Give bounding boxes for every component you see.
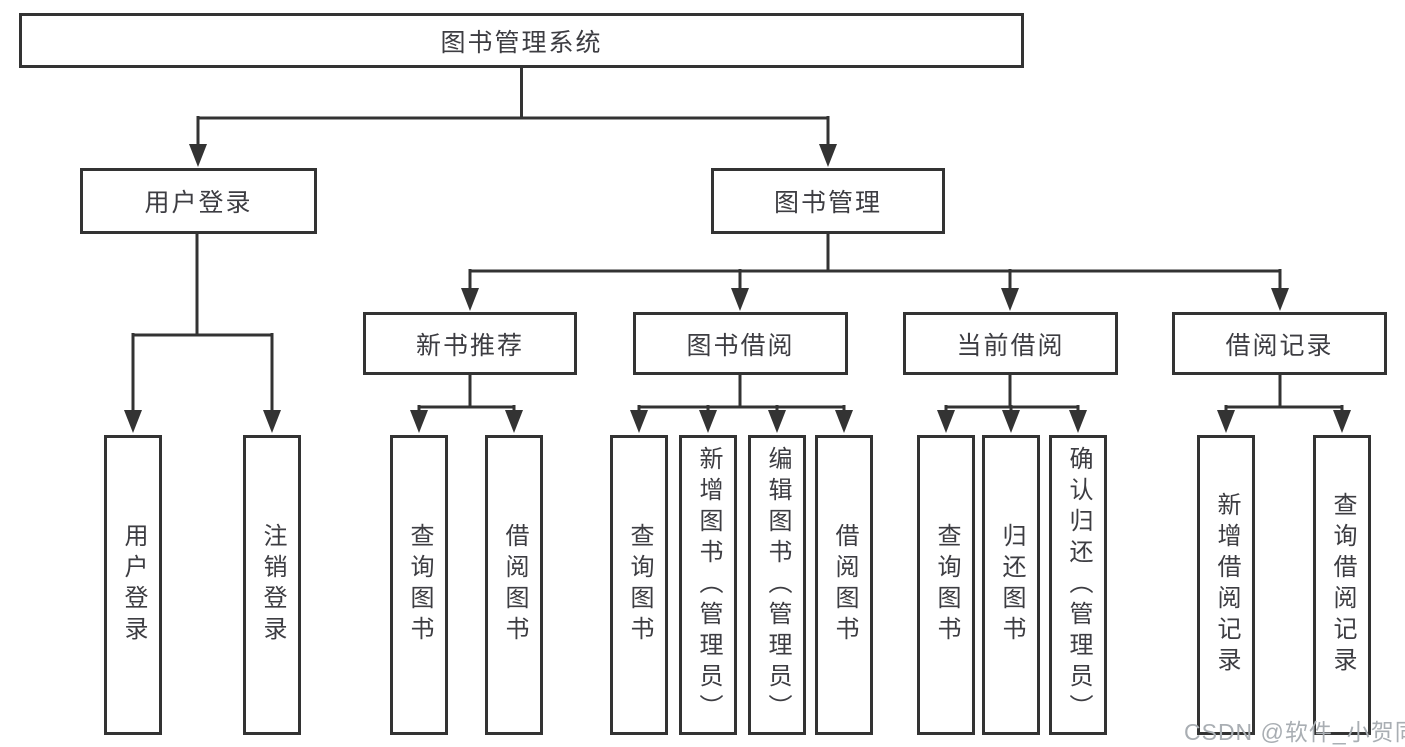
leaf-br-add-borrow-record: 新增借阅记录 — [1197, 435, 1255, 735]
node-label: 新书推荐 — [415, 331, 524, 360]
leaf-br-query-borrow-record: 查询借阅记录 — [1313, 435, 1371, 735]
node-label: 确认归还（管理员） — [1065, 445, 1092, 725]
leaf-cb-query-books: 查询图书 — [917, 435, 975, 735]
node-book-borrow: 图书借阅 — [633, 312, 848, 375]
node-label: 借阅记录 — [1225, 331, 1334, 360]
node-borrow-records: 借阅记录 — [1172, 312, 1387, 375]
node-book-management: 图书管理 — [711, 168, 945, 234]
node-label: 借阅图书 — [501, 523, 528, 647]
leaf-nbr-borrow-books: 借阅图书 — [485, 435, 543, 735]
node-label: 新增图书（管理员） — [695, 445, 722, 725]
node-label: 图书借阅 — [686, 331, 795, 360]
node-label: 图书管理 — [773, 189, 882, 217]
leaf-cb-confirm-return-admin: 确认归还（管理员） — [1049, 435, 1107, 735]
node-label: 注销登录 — [259, 523, 286, 647]
leaf-cb-return-books: 归还图书 — [982, 435, 1040, 735]
node-label: 新增借阅记录 — [1213, 492, 1240, 678]
node-label: 图书管理系统 — [440, 28, 603, 57]
node-library-management-system: 图书管理系统 — [19, 13, 1024, 68]
node-label: 用户登录 — [120, 523, 147, 647]
node-user-login: 用户登录 — [80, 168, 317, 234]
leaf-nbr-query-books: 查询图书 — [390, 435, 448, 735]
node-label: 查询图书 — [406, 523, 433, 647]
leaf-bb-query-books: 查询图书 — [610, 435, 668, 735]
node-label: 当前借阅 — [956, 331, 1065, 360]
node-label: 归还图书 — [998, 523, 1025, 647]
node-new-book-recommend: 新书推荐 — [363, 312, 577, 375]
leaf-bb-borrow-books: 借阅图书 — [815, 435, 873, 735]
leaf-user-login: 用户登录 — [104, 435, 162, 735]
csdn-watermark: CSDN @软件_小贺同学 — [1184, 719, 1405, 745]
node-label: 查询图书 — [626, 523, 653, 647]
node-current-borrow: 当前借阅 — [903, 312, 1118, 375]
leaf-bb-add-books-admin: 新增图书（管理员） — [679, 435, 737, 735]
node-label: 编辑图书（管理员） — [764, 445, 791, 725]
node-label: 查询借阅记录 — [1329, 492, 1356, 678]
node-label: 借阅图书 — [831, 523, 858, 647]
leaf-bb-edit-books-admin: 编辑图书（管理员） — [748, 435, 806, 735]
node-label: 查询图书 — [933, 523, 960, 647]
node-label: 用户登录 — [144, 189, 253, 217]
leaf-logout-login: 注销登录 — [243, 435, 301, 735]
